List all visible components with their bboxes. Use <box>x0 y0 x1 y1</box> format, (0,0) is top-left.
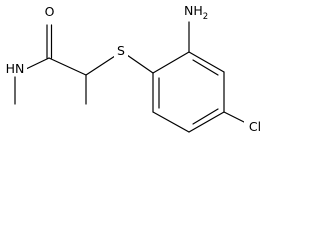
amide-nitrogen-label: HN <box>6 61 25 76</box>
amino-element: NH <box>184 3 203 18</box>
alpha-s-bond <box>85 55 116 76</box>
amide-c-n-bond <box>25 57 50 70</box>
ring-inner-bond-1 <box>192 59 219 76</box>
sulfur-label: S <box>117 43 125 58</box>
s-ring-bond <box>126 54 154 74</box>
ring-bond-c1-c2 <box>152 51 190 74</box>
atom-layer: O HN S NH2 Cl <box>3 2 268 135</box>
ring-bond-c5-c6 <box>152 111 190 133</box>
ring-bond-c2-c3 <box>188 51 225 73</box>
chlorine-label: Cl <box>249 119 261 134</box>
carbonyl-alpha-bond <box>48 57 87 76</box>
oxygen-label: O <box>45 4 55 19</box>
amino-subscript: 2 <box>203 12 208 22</box>
amino-label: NH2 <box>184 3 208 22</box>
chemical-structure: O HN S NH2 Cl <box>3 2 268 135</box>
bond-layer <box>14 21 245 133</box>
ring-chloro-bond <box>223 111 245 123</box>
ring-inner-bond-2 <box>192 108 219 125</box>
ring-bond-c4-c5 <box>188 111 225 133</box>
